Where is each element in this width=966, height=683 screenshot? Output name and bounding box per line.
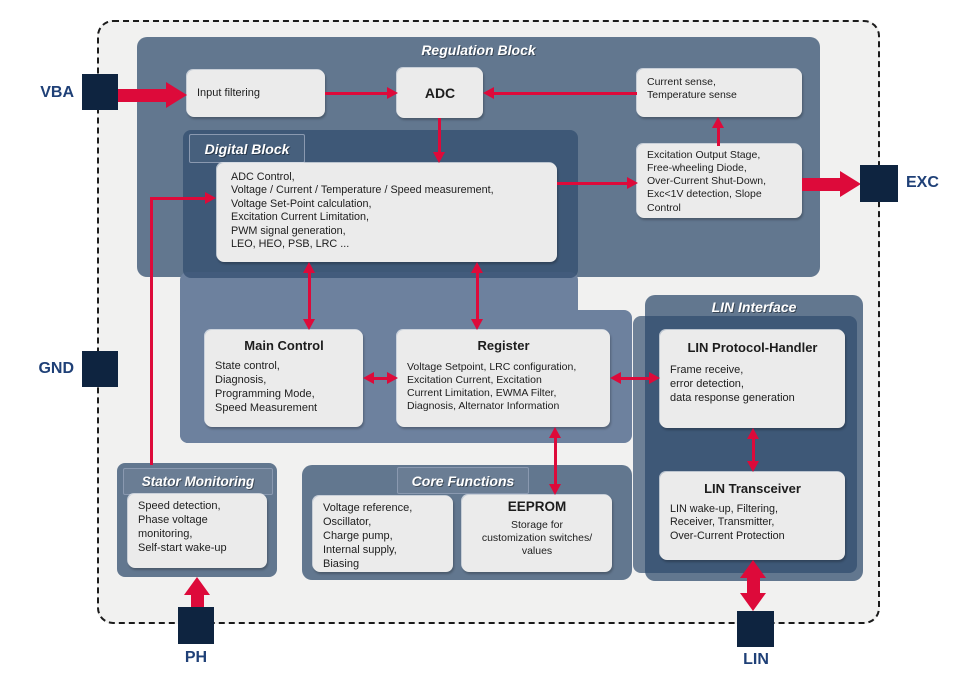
eeprom-text: Storage for customization switches/ valu…: [481, 519, 593, 558]
arrow-register-eeprom-up-head: [549, 427, 561, 438]
arrow-register-eeprom-down-head: [549, 484, 561, 495]
main-control-title: Main Control: [244, 338, 324, 353]
arrow-linph-lintr-down-head: [747, 461, 759, 472]
arrow-register-linph-shaft: [620, 377, 650, 380]
core-functions-title-box: Core Functions: [397, 467, 529, 494]
vba-pin-label: VBA: [40, 84, 74, 101]
current-temperature-sense-text: Current sense, Temperature sense: [647, 76, 737, 102]
input-filtering-box: Input filtering: [187, 70, 325, 117]
arrow-digital-to-excitation-shaft: [557, 182, 627, 185]
lin-pin: [737, 611, 774, 647]
exc-pin: [860, 165, 898, 202]
main-control-box: Main Control State control, Diagnosis, P…: [205, 330, 363, 427]
register-title: Register: [477, 338, 530, 353]
arrow-sense-to-adc-head: [483, 87, 494, 99]
digital-block-title-box: Digital Block: [189, 134, 305, 163]
arrow-stator-to-digital-head: [205, 192, 216, 204]
core-analog-box: Voltage reference, Oscillator, Charge pu…: [313, 496, 453, 572]
ph-pin-label: PH: [184, 649, 208, 666]
line-stator-to-digital-horizontal: [150, 197, 205, 200]
arrow-digital-main-shaft: [308, 272, 311, 320]
lin-pin-label: LIN: [743, 651, 769, 668]
arrow-digital-register-shaft: [476, 272, 479, 320]
eeprom-box: EEPROM Storage for customization switche…: [462, 495, 612, 572]
gnd-pin: [82, 351, 118, 387]
register-box: Register Voltage Setpoint, LRC configura…: [397, 330, 610, 427]
adc-label: ADC: [424, 85, 456, 101]
gnd-pin-label: GND: [38, 360, 74, 377]
arrow-excitation-to-sense-head: [712, 117, 724, 128]
lin-transceiver-box: LIN Transceiver LIN wake-up, Filtering, …: [660, 472, 845, 560]
excitation-output-stage-box: Excitation Output Stage, Free-wheeling D…: [637, 144, 802, 218]
stator-monitoring-text: Speed detection, Phase voltage monitorin…: [138, 500, 227, 554]
arrow-linph-lintr-up-head: [747, 428, 759, 439]
core-analog-text: Voltage reference, Oscillator, Charge pu…: [323, 502, 413, 570]
arrow-input-to-adc-head: [387, 87, 398, 99]
line-stator-to-digital-vertical: [150, 197, 153, 465]
lin-protocol-handler-text: Frame receive, error detection, data res…: [670, 364, 795, 404]
lin-protocol-handler-box: LIN Protocol-Handler Frame receive, erro…: [660, 330, 845, 428]
arrow-digital-register-down-head: [471, 319, 483, 330]
arrow-main-register-shaft: [373, 377, 388, 380]
lin-interface-title: LIN Interface: [711, 299, 797, 315]
regulation-block-title: Regulation Block: [421, 42, 536, 58]
arrow-excitation-to-exc-shaft: [802, 178, 840, 191]
core-functions-title: Core Functions: [411, 472, 515, 489]
arrow-ph-to-stator-head: [184, 577, 210, 595]
arrow-main-register-left-head: [363, 372, 374, 384]
arrow-adc-to-digital-head: [433, 152, 445, 163]
digital-block-title: Digital Block: [204, 140, 290, 157]
arrow-digital-main-down-head: [303, 319, 315, 330]
arrow-vba-to-input-head: [166, 82, 187, 108]
ph-pin: [178, 607, 214, 644]
vba-pin: [82, 74, 118, 110]
arrow-register-linph-right-head: [649, 372, 660, 384]
arrow-digital-register-up-head: [471, 262, 483, 273]
current-temperature-sense-box: Current sense, Temperature sense: [637, 69, 802, 117]
input-filtering-label: Input filtering: [197, 86, 260, 99]
arrow-vba-to-input-shaft: [118, 89, 166, 102]
arrow-excitation-to-exc-head: [840, 171, 861, 197]
lin-protocol-handler-title: LIN Protocol-Handler: [687, 340, 818, 355]
register-text: Voltage Setpoint, LRC configuration, Exc…: [407, 361, 577, 413]
main-control-text: State control, Diagnosis, Programming Mo…: [215, 360, 318, 414]
arrow-digital-to-excitation-head: [627, 177, 638, 189]
arrow-lintr-linpin-down-head: [740, 593, 766, 611]
arrow-main-register-right-head: [387, 372, 398, 384]
arrow-lintr-linpin-shaft: [747, 576, 760, 596]
adc-box: ADC: [397, 68, 483, 118]
excitation-output-stage-text: Excitation Output Stage, Free-wheeling D…: [647, 149, 767, 214]
exc-pin-label: EXC: [906, 174, 939, 191]
arrow-digital-main-up-head: [303, 262, 315, 273]
lin-transceiver-text: LIN wake-up, Filtering, Receiver, Transm…: [670, 503, 785, 542]
arrow-sense-to-adc-shaft: [494, 92, 637, 95]
arrow-linph-lintr-shaft: [752, 438, 755, 462]
arrow-input-to-adc-shaft: [325, 92, 387, 95]
eeprom-title: EEPROM: [507, 499, 567, 514]
digital-functions-text: ADC Control, Voltage / Current / Tempera…: [231, 171, 494, 251]
stator-monitoring-title: Stator Monitoring: [141, 474, 255, 489]
lin-transceiver-title: LIN Transceiver: [704, 481, 801, 496]
arrow-adc-to-digital-shaft: [438, 118, 441, 153]
arrow-register-eeprom-shaft: [554, 437, 557, 485]
arrow-lintr-linpin-up-head: [740, 560, 766, 578]
arrow-excitation-to-sense-shaft: [717, 127, 720, 146]
digital-functions-box: ADC Control, Voltage / Current / Tempera…: [217, 163, 557, 262]
arrow-ph-to-stator-shaft: [191, 593, 204, 608]
stator-monitoring-text-box: Speed detection, Phase voltage monitorin…: [128, 494, 267, 568]
stator-monitoring-title-box: Stator Monitoring: [123, 468, 273, 495]
arrow-register-linph-left-head: [610, 372, 621, 384]
